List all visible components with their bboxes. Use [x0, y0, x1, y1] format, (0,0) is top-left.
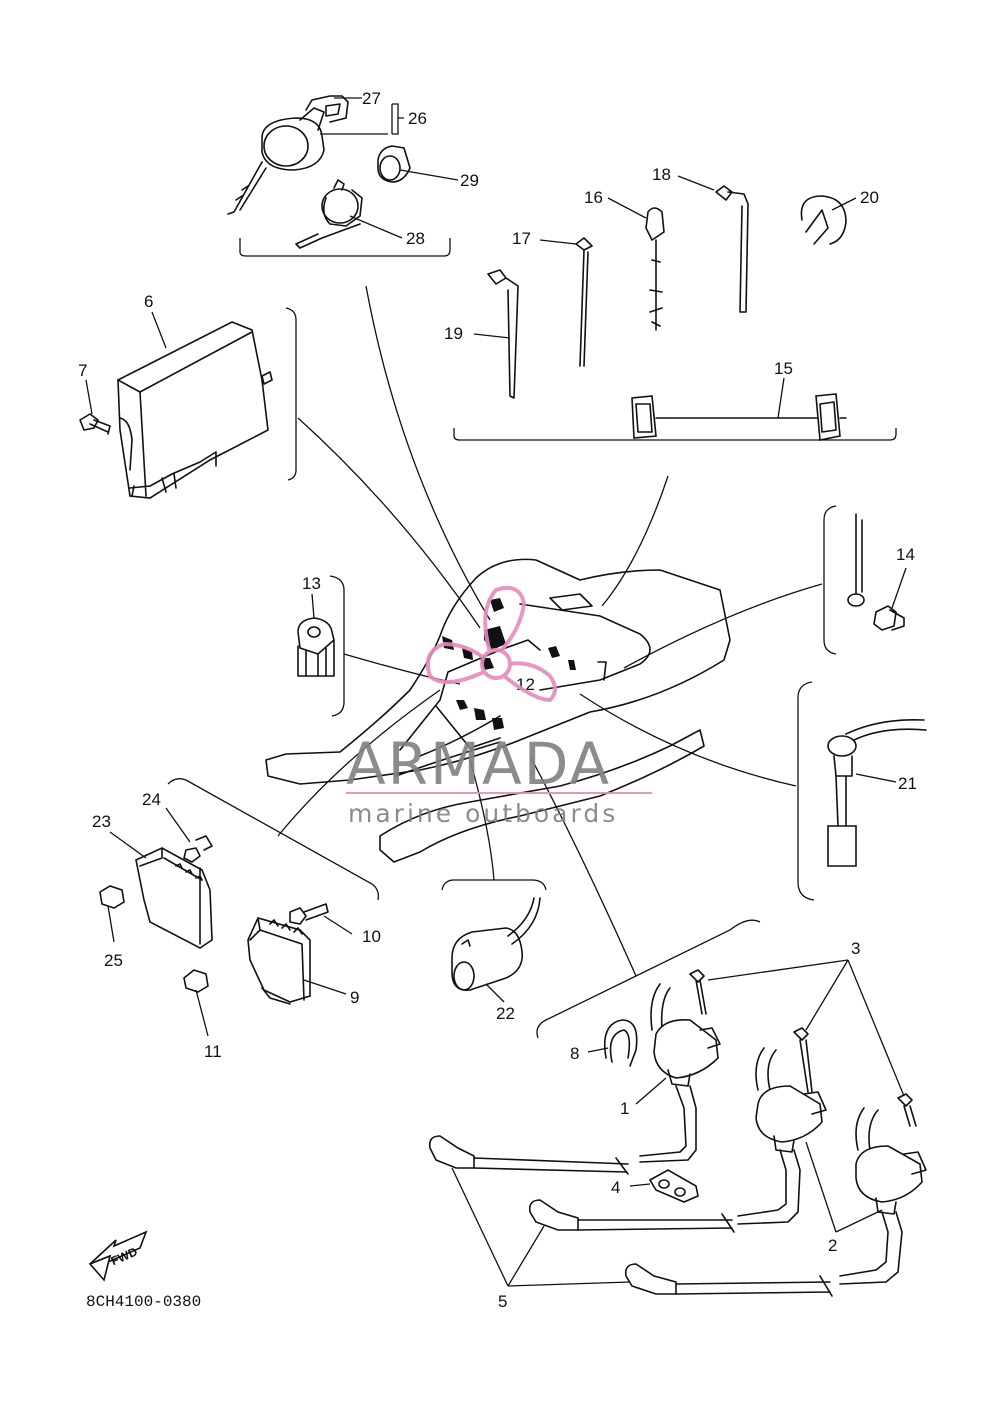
- rectifier-23: [135, 847, 213, 949]
- main-switch: [227, 95, 349, 215]
- nut-29: [377, 145, 411, 183]
- callout-9: 9: [350, 988, 359, 1007]
- bracket-top-right: [453, 428, 897, 441]
- callout-14: 14: [896, 545, 915, 564]
- bracket-ground: [823, 505, 837, 655]
- ignition-coil-2a: [737, 1047, 827, 1225]
- ignition-coil-2b: [839, 1107, 927, 1285]
- bracket-rectifier: [167, 778, 380, 901]
- bracket-top-left: [239, 238, 451, 257]
- bracket-condenser: [441, 879, 547, 891]
- ground-lead-14: [847, 513, 905, 631]
- callout-15: 15: [774, 359, 793, 378]
- callout-22: 22: [496, 1004, 515, 1023]
- bolts-3: [689, 969, 917, 1127]
- diagram-code: 8CH4100-0380: [86, 1293, 201, 1311]
- regulator-9: [247, 917, 311, 1005]
- clip-20: [800, 195, 847, 245]
- callout-3: 3: [851, 939, 860, 958]
- watermark-rule: [346, 792, 652, 794]
- callout-28: 28: [406, 229, 425, 248]
- callout-21: 21: [898, 774, 917, 793]
- clip-8: [603, 1019, 638, 1067]
- holder-16: [645, 207, 665, 331]
- callout-13: 13: [302, 574, 321, 593]
- propeller-logo: [425, 585, 557, 703]
- bolt-10: [289, 903, 329, 925]
- bolt-7: [79, 413, 111, 435]
- callout-1: 1: [620, 1099, 629, 1118]
- callout-leaders: [85, 97, 907, 1287]
- switch-28: [295, 179, 363, 249]
- callout-16: 16: [584, 188, 603, 207]
- sensor-21: [827, 718, 927, 867]
- holder-4: [648, 1169, 699, 1203]
- callout-27: 27: [362, 89, 381, 108]
- callout-26: 26: [408, 109, 427, 128]
- callout-5: 5: [498, 1292, 507, 1311]
- tie-17: [575, 237, 593, 367]
- bracket-coils: [536, 919, 761, 1039]
- leader-lines: [277, 285, 823, 977]
- bolt-24: [183, 835, 213, 863]
- tie-19: [487, 269, 519, 399]
- callout-24: 24: [142, 790, 161, 809]
- callout-6: 6: [144, 292, 153, 311]
- nut-11: [183, 969, 209, 993]
- condenser-22: [451, 897, 541, 991]
- callout-18: 18: [652, 165, 671, 184]
- callout-2: 2: [828, 1236, 837, 1255]
- callout-10: 10: [362, 927, 381, 946]
- watermark-tagline: marine outboards: [348, 799, 618, 828]
- bracket-ecu: [285, 307, 297, 481]
- callout-17: 17: [512, 229, 531, 248]
- ecu-unit: [117, 321, 273, 499]
- watermark-brand: ARMADA: [346, 730, 611, 798]
- tie-18: [715, 185, 749, 313]
- callout-23: 23: [92, 812, 111, 831]
- callout-7: 7: [78, 361, 87, 380]
- forward-arrow: FWD: [88, 1230, 148, 1282]
- bracket-relay: [329, 575, 345, 717]
- callout-19: 19: [444, 324, 463, 343]
- callout-20: 20: [860, 188, 879, 207]
- cable-15: [631, 393, 847, 441]
- callout-4: 4: [611, 1178, 620, 1197]
- callout-25: 25: [104, 951, 123, 970]
- callout-8: 8: [570, 1044, 579, 1063]
- plug-caps-5: [428, 1135, 833, 1297]
- relay-13: [297, 617, 335, 677]
- callout-11: 11: [204, 1042, 222, 1061]
- watermark: ARMADA marine outboards: [346, 585, 652, 828]
- nut-25: [99, 885, 125, 909]
- callout-29: 29: [460, 171, 479, 190]
- ignition-coil-1: [639, 983, 721, 1163]
- bracket-sensor: [797, 681, 815, 901]
